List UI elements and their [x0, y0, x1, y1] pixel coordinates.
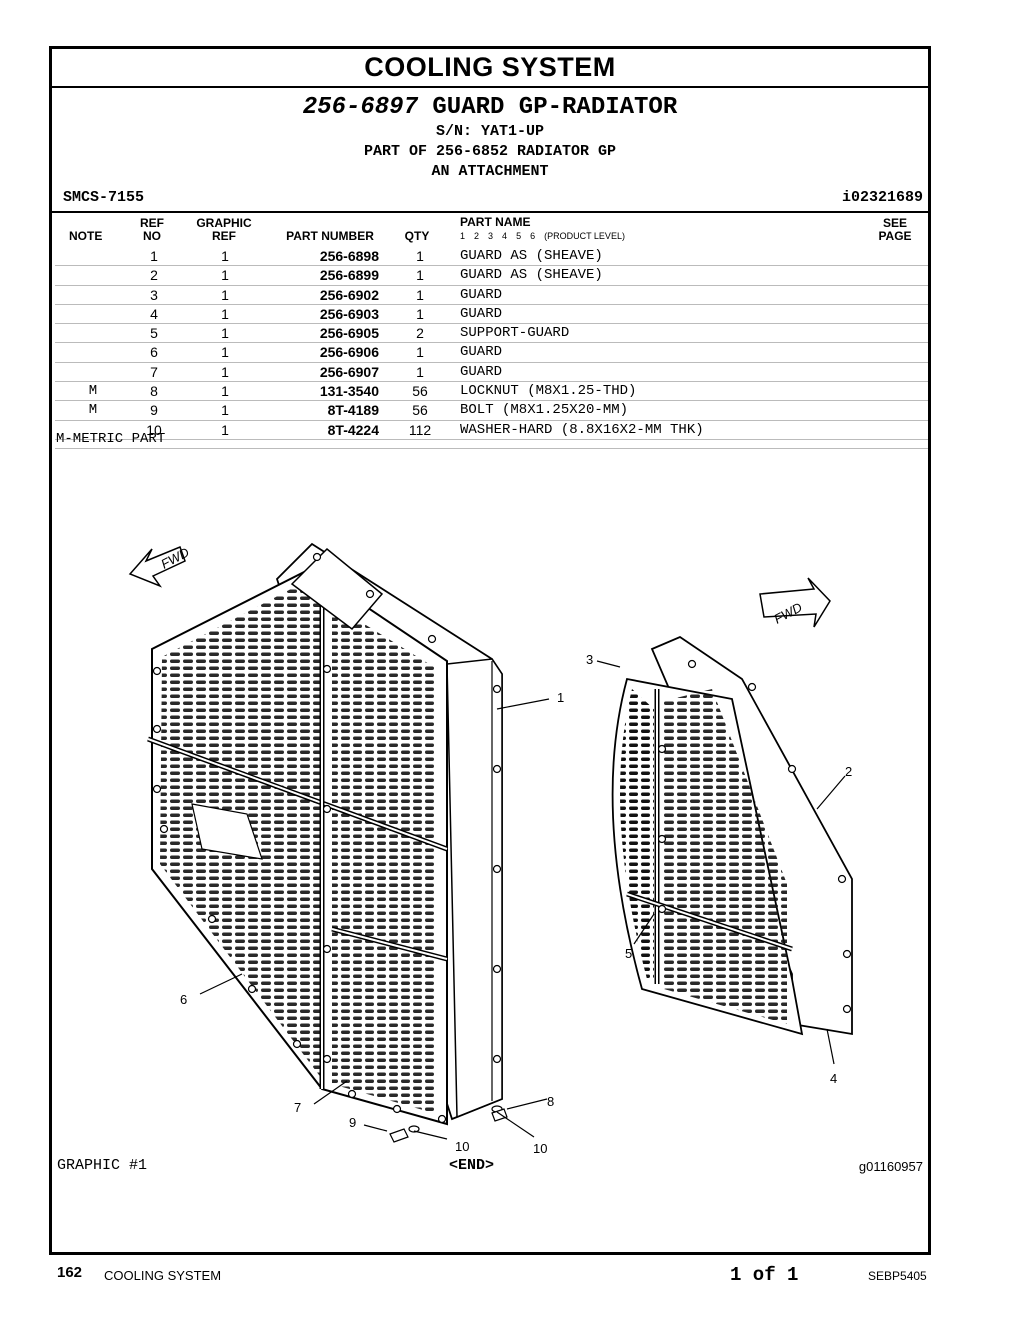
level: 4 [502, 231, 508, 241]
level: 1 [460, 231, 466, 241]
graphic-ref: g01160957 [858, 1159, 923, 1174]
callout-7: 7 [294, 1100, 301, 1115]
col-part-number: PART NUMBER [286, 229, 374, 243]
callout-8: 8 [547, 1094, 554, 1109]
callout-5: 5 [625, 946, 632, 961]
col-qty: QTY [404, 229, 430, 243]
page-number: 162 [57, 1264, 83, 1281]
callout-leaders [199, 660, 846, 1140]
section-title: COOLING SYSTEM [364, 52, 616, 82]
metric-note: M-METRIC PART [55, 430, 928, 449]
group-part-number: 256-6897 [302, 94, 418, 121]
level: 2 [474, 231, 480, 241]
left-guard-assembly [147, 542, 508, 1143]
callout-6: 6 [180, 992, 187, 1007]
part-of-text: PART OF 256-6852 RADIATOR GP [363, 143, 617, 160]
page-frame: COOLING SYSTEM 256-6897 GUARD GP-RADIATO… [49, 46, 931, 1255]
header-rule [52, 211, 928, 213]
callout-10: 10 [533, 1141, 547, 1156]
product-level-label: (PRODUCT LEVEL) [544, 231, 625, 241]
callout-3: 3 [586, 652, 593, 667]
graphic-label: GRAPHIC #1 [57, 1157, 148, 1174]
fwd-arrow-right: FWD [759, 577, 831, 628]
callout-2: 2 [845, 764, 852, 779]
smcs-code: SMCS-7155 [63, 189, 145, 206]
fwd-label: FWD [158, 545, 191, 572]
level: 3 [488, 231, 494, 241]
doc-number: SEBP5405 [868, 1269, 927, 1283]
serial-range: S/N: YAT1-UP [435, 123, 545, 140]
illustration-ref: i02321689 [841, 189, 923, 206]
callout-labels: 1 2 3 4 5 6 7 8 9 10 10 [180, 652, 852, 1156]
group-header: 256-6897 GUARD GP-RADIATOR S/N: YAT1-UP … [52, 88, 928, 182]
col-part-name: PART NAME [460, 215, 531, 229]
col-note: NOTE [69, 229, 103, 243]
exploded-view-drawing: FWD FWD [128, 542, 853, 1156]
level: 6 [530, 231, 536, 241]
callout-1: 1 [557, 690, 564, 705]
page-of: 1 of 1 [730, 1264, 799, 1286]
group-title: 256-6897 GUARD GP-RADIATOR [52, 94, 928, 122]
callout-10: 10 [455, 1139, 469, 1154]
end-marker: <END> [449, 1157, 495, 1174]
attachment-text: AN ATTACHMENT [431, 163, 549, 180]
callout-4: 4 [830, 1071, 837, 1086]
right-guard-assembly [611, 635, 853, 1036]
section-title-bar: COOLING SYSTEM [52, 49, 928, 88]
callout-9: 9 [349, 1115, 356, 1130]
level: 5 [516, 231, 522, 241]
group-part-title: GUARD GP-RADIATOR [432, 94, 678, 121]
footer-section: COOLING SYSTEM [104, 1268, 222, 1283]
fwd-arrow-left: FWD [128, 545, 192, 588]
